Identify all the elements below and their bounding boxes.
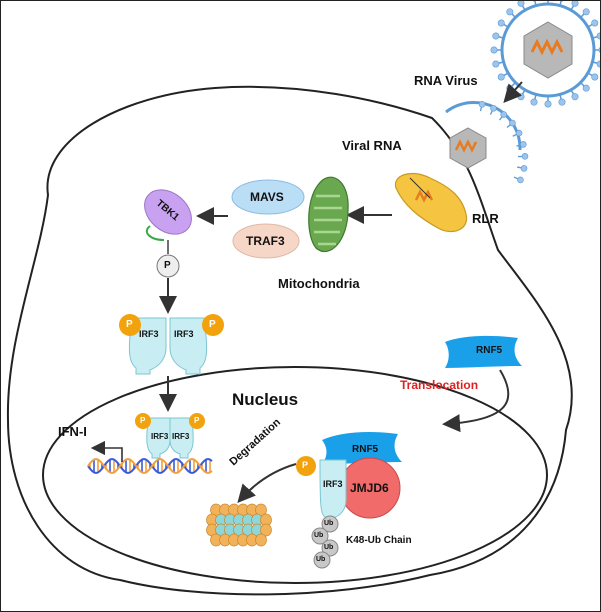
irf3-phospho-right-label: P [209,319,216,330]
jmjd6-label: JMJD6 [350,481,389,495]
traf3-label: TRAF3 [246,234,285,248]
irf3-phospho-left [119,314,141,336]
k48-chain-label: K48-Ub Chain [346,535,412,546]
tbk1-phospho-label: P [164,260,171,271]
irf3-dimer-cytoplasm [128,317,208,375]
rna-virus [490,0,601,108]
traf3-protein [232,223,300,259]
viral-rna-pointer [409,177,431,199]
ub-label-1: Ub [324,520,334,527]
nucleus-label: Nucleus [232,390,299,409]
ub-label-4: Ub [316,556,326,563]
rnf5-cytoplasm [445,335,522,368]
rlr-receptor [394,173,468,233]
tbk1-protein [144,189,192,241]
irf3-bound-label: IRF3 [323,479,343,489]
mitochondria-label: Mitochondria [278,276,360,291]
mavs-protein [231,179,305,215]
ifn-arrow [90,440,123,462]
translocation-arrow [442,369,510,433]
rnf5-nucleus-label: RNF5 [352,444,379,455]
mitochondria [308,176,349,253]
irf3-bound-phospho-label: P [302,460,309,470]
ubiquitin-chain [311,515,339,569]
irf3-bound-phospho [296,456,316,476]
rnf5-cytoplasm-label: RNF5 [476,345,503,356]
irf3-dimer-nucleus [146,417,194,459]
irf3-phospho-left-label: P [126,319,133,330]
nuclear-phospho-right-label: P [194,416,200,425]
irf3-label-left: IRF3 [139,329,159,339]
mavs-label: MAVS [250,190,284,204]
degradation-arrow [237,463,297,503]
nuclear-phospho-left [135,413,151,429]
nuclear-phospho-left-label: P [140,416,146,425]
ifn-label: IFN-I [58,424,87,439]
entering-virus [445,101,529,184]
viral-rna-label: Viral RNA [342,138,402,153]
cell-membrane [6,85,573,596]
dna-helix [87,457,213,475]
proteasome [206,503,272,547]
translocation-label: Translocation [400,378,479,392]
nuclear-phospho-right [189,413,205,429]
irf3-phospho-right [202,314,224,336]
nucleus-membrane [42,366,548,584]
tbk1-phospho-circle [156,254,180,278]
irf3-bound [319,459,347,525]
nuclear-irf3-label-left: IRF3 [151,432,169,441]
nuclear-irf3-label-right: IRF3 [172,432,190,441]
rlr-label: RLR [472,211,499,226]
virus-entry-arrow [503,81,523,103]
ub-label-2: Ub [314,532,324,539]
ub-label-3: Ub [324,544,334,551]
irf3-label-right: IRF3 [174,329,194,339]
rna-virus-label: RNA Virus [414,73,478,88]
rnf5-nucleus [322,432,402,464]
